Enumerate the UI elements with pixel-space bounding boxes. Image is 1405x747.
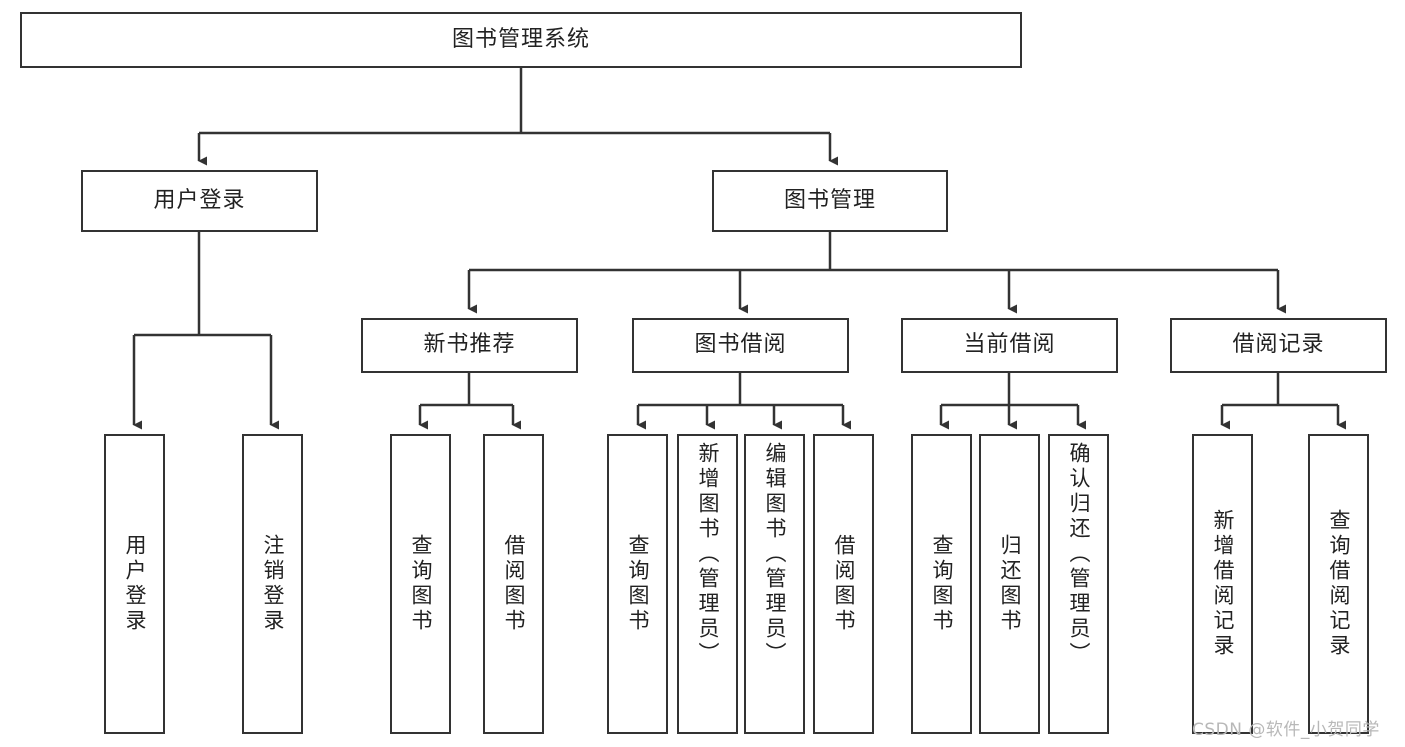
node-leaf-query-record[interactable]: 查询借阅记录 — [1308, 434, 1369, 734]
node-current-borrow[interactable]: 当前借阅 — [901, 318, 1118, 373]
csdn-watermark: CSDN @软件_小贺同学 — [1192, 720, 1380, 740]
node-leaf-edit-book[interactable]: 编辑图书（管理员） — [744, 434, 805, 734]
node-borrow-record[interactable]: 借阅记录 — [1170, 318, 1387, 373]
node-leaf-confirm-return[interactable]: 确认归还（管理员） — [1048, 434, 1109, 734]
node-leaf-query-book-2-label: 查询图书 — [626, 534, 650, 634]
node-book-management-label: 图书管理 — [783, 187, 876, 213]
node-leaf-query-book-1-label: 查询图书 — [409, 534, 433, 634]
node-leaf-edit-book-label: 编辑图书（管理员） — [763, 442, 787, 667]
node-book-borrow-label: 图书借阅 — [694, 332, 787, 358]
node-leaf-query-book-2[interactable]: 查询图书 — [607, 434, 668, 734]
node-leaf-add-record[interactable]: 新增借阅记录 — [1192, 434, 1253, 734]
node-leaf-add-record-label: 新增借阅记录 — [1211, 509, 1235, 659]
node-leaf-user-logout[interactable]: 注销登录 — [242, 434, 303, 734]
node-leaf-borrow-book-1-label: 借阅图书 — [502, 534, 526, 634]
node-leaf-user-logout-label: 注销登录 — [261, 534, 285, 634]
node-leaf-borrow-book-2[interactable]: 借阅图书 — [813, 434, 874, 734]
node-book-management[interactable]: 图书管理 — [712, 170, 948, 232]
node-leaf-borrow-book-1[interactable]: 借阅图书 — [483, 434, 544, 734]
node-leaf-user-login[interactable]: 用户登录 — [104, 434, 165, 734]
node-borrow-record-label: 借阅记录 — [1232, 332, 1325, 358]
node-leaf-query-book-3-label: 查询图书 — [930, 534, 954, 634]
node-leaf-return-book[interactable]: 归还图书 — [979, 434, 1040, 734]
node-leaf-borrow-book-2-label: 借阅图书 — [832, 534, 856, 634]
node-current-borrow-label: 当前借阅 — [963, 332, 1056, 358]
node-leaf-query-record-label: 查询借阅记录 — [1327, 509, 1351, 659]
node-leaf-confirm-return-label: 确认归还（管理员） — [1067, 442, 1091, 667]
node-root[interactable]: 图书管理系统 — [20, 12, 1022, 68]
node-book-borrow[interactable]: 图书借阅 — [632, 318, 849, 373]
node-leaf-return-book-label: 归还图书 — [998, 534, 1022, 634]
node-leaf-query-book-1[interactable]: 查询图书 — [390, 434, 451, 734]
node-leaf-query-book-3[interactable]: 查询图书 — [911, 434, 972, 734]
node-root-label: 图书管理系统 — [451, 26, 590, 52]
node-leaf-user-login-label: 用户登录 — [123, 534, 147, 634]
node-leaf-add-book-label: 新增图书（管理员） — [696, 442, 720, 667]
node-user-login-label: 用户登录 — [153, 187, 246, 213]
node-new-book-recommend-label: 新书推荐 — [423, 332, 516, 358]
node-user-login[interactable]: 用户登录 — [81, 170, 318, 232]
node-leaf-add-book[interactable]: 新增图书（管理员） — [677, 434, 738, 734]
node-new-book-recommend[interactable]: 新书推荐 — [361, 318, 578, 373]
